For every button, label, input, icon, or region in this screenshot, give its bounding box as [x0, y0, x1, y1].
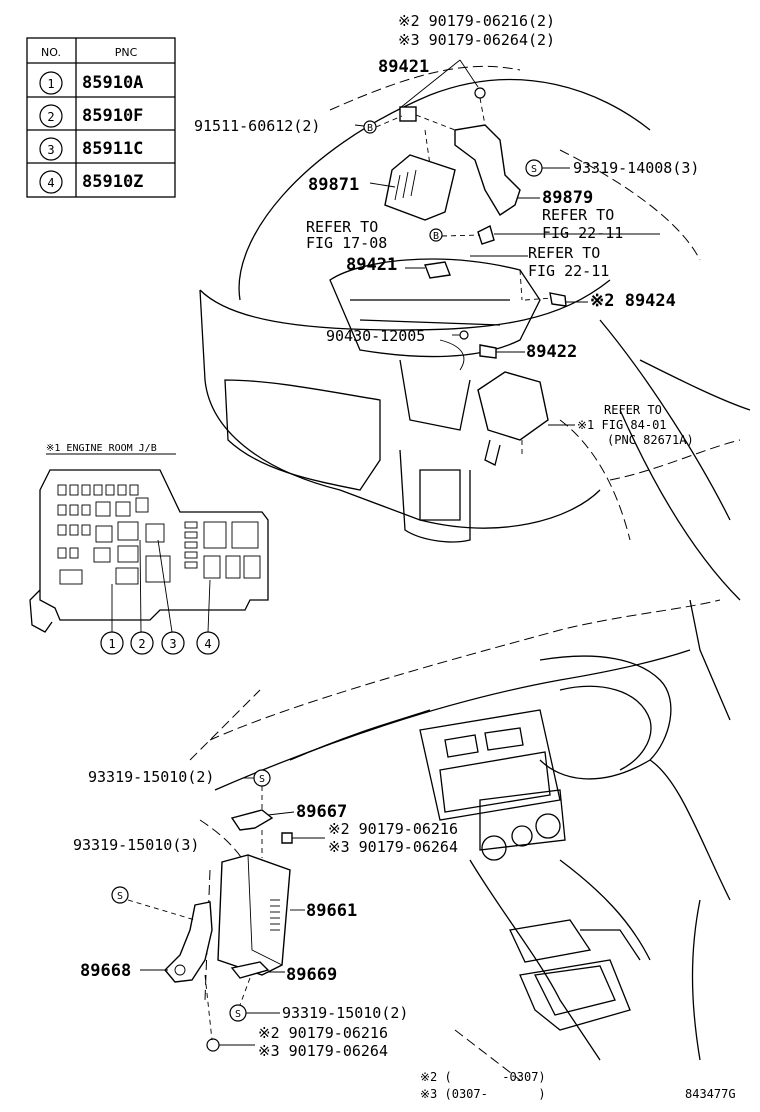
label-refer-22-11-a-line1: REFER TO [542, 206, 614, 224]
label-bolt-3-mid: ※3 90179-06264 [328, 838, 458, 856]
svg-text:S: S [531, 164, 537, 175]
label-refer-22-11-a-line2: FIG 22-11 [542, 224, 623, 242]
label-bolt-3-top: ※3 90179-06264(2) [398, 31, 555, 49]
label-bolt-2-top: ※2 90179-06216(2) [398, 12, 555, 30]
label-90430: 90430-12005 [326, 327, 425, 345]
ecu-89661-part [217, 854, 291, 976]
svg-text:S: S [259, 774, 265, 785]
dashboard-illustration: S S S [111, 599, 731, 1081]
label-refer-22-11-b-line1: REFER TO [528, 244, 600, 262]
label-89669: 89669 [286, 965, 337, 985]
jb-callout-circle [161, 631, 185, 655]
label-93319-14008: 93319-14008(3) [573, 159, 699, 177]
svg-text:B: B [433, 231, 439, 242]
footnote-2: ※2 ( -0307) [420, 1070, 546, 1084]
engine-bay-illustration: B S B [199, 59, 751, 601]
table-row-pnc: 85910F [82, 106, 143, 126]
ecu-89871-part [384, 154, 456, 221]
table-row-pnc: 85911C [82, 139, 143, 159]
sensor-89422-part [479, 344, 497, 359]
screw-icon [111, 886, 129, 904]
label-89424: ※2 89424 [590, 291, 676, 311]
relay-box-part [477, 371, 549, 441]
label-bolt-2-mid: ※2 90179-06216 [328, 820, 458, 838]
footnotes: ※2 ( -0307) ※3 (0307- ) 843477G [420, 1070, 736, 1101]
sensor-89424-part [549, 292, 567, 307]
label-bolt-2-bot: ※2 90179-06216 [258, 1024, 388, 1042]
bolt-icon [459, 330, 469, 340]
bolt-icon [281, 832, 293, 844]
label-93319-15010-2-top: 93319-15010(2) [88, 768, 214, 786]
label-91511: 91511-60612(2) [194, 117, 320, 135]
row-number-circle [39, 137, 63, 161]
row-number-circle [39, 104, 63, 128]
label-89879: 89879 [542, 188, 593, 208]
bracket-89668-part [164, 901, 213, 983]
row-number-circle [39, 170, 63, 194]
engine-room-jb: ※1 ENGINE ROOM J/B 1 2 3 4 [29, 443, 269, 655]
bolt-icon [474, 87, 486, 99]
label-89668: 89668 [80, 961, 131, 981]
diagram-id: 843477G [685, 1087, 736, 1101]
table-row-no: 1 [47, 77, 54, 91]
label-89422: 89422 [526, 342, 577, 362]
sensor-89421-part [399, 106, 417, 122]
jb-housing [39, 469, 269, 621]
label-89871: 89871 [308, 175, 359, 195]
label-89667: 89667 [296, 802, 347, 822]
label-89421-mid: 89421 [346, 255, 397, 275]
label-89661: 89661 [306, 901, 357, 921]
label-refer-84-01-line2: ※1 FIG 84-01 [577, 418, 667, 432]
row-number-circle [39, 71, 63, 95]
bolt-icon [429, 228, 443, 242]
label-refer-84-01-line3: (PNC 82671A) [607, 433, 694, 447]
footnote-3: ※3 (0307- ) [420, 1087, 546, 1101]
bracket-89879-part [454, 124, 521, 216]
jb-callout-circle [100, 631, 124, 655]
table-row-no: 3 [47, 143, 54, 157]
jb-callout-circle [196, 631, 220, 655]
pnc-table: NO. PNC 1 85910A 2 85910F 3 85911C 4 859… [26, 37, 176, 198]
table-row-pnc: 85910Z [82, 172, 143, 192]
table-header-no: NO. [41, 46, 61, 59]
sensor-89421-part [424, 261, 451, 279]
bolt-icon [206, 1038, 220, 1052]
table-header-pnc: PNC [115, 46, 138, 59]
jb-callout: 4 [204, 637, 211, 651]
table-row-pnc: 85910A [82, 73, 143, 93]
label-refer-17-08-line2: FIG 17-08 [306, 234, 387, 252]
svg-text:S: S [235, 1009, 241, 1020]
sensor-icon [477, 224, 495, 245]
label-refer-84-01-line1: REFER TO [604, 403, 662, 417]
label-refer-17-08-line1: REFER TO [306, 218, 378, 236]
label-93319-15010-2-bot: 93319-15010(2) [282, 1004, 408, 1022]
label-93319-15010-3: 93319-15010(3) [73, 836, 199, 854]
cabin-labels: 93319-15010(2) 89667 ※2 90179-06216 ※3 9… [73, 768, 458, 1060]
jb-title: ※1 ENGINE ROOM J/B [46, 443, 157, 454]
engine-labels: ※2 90179-06216(2) ※3 90179-06264(2) 8942… [194, 12, 699, 447]
label-refer-22-11-b-line2: FIG 22-11 [528, 262, 609, 280]
jb-callout: 2 [138, 637, 145, 651]
table-row-no: 2 [47, 110, 54, 124]
table-row-no: 4 [47, 176, 54, 190]
jb-callout: 3 [169, 637, 176, 651]
label-bolt-3-bot: ※3 90179-06264 [258, 1042, 388, 1060]
bracket-89669-part [230, 961, 270, 979]
bracket-89667-part [230, 809, 274, 831]
label-89421-top: 89421 [378, 57, 429, 77]
svg-text:S: S [117, 891, 123, 902]
jb-callout-circle [130, 631, 154, 655]
jb-callout: 1 [108, 637, 115, 651]
svg-text:B: B [367, 123, 373, 134]
